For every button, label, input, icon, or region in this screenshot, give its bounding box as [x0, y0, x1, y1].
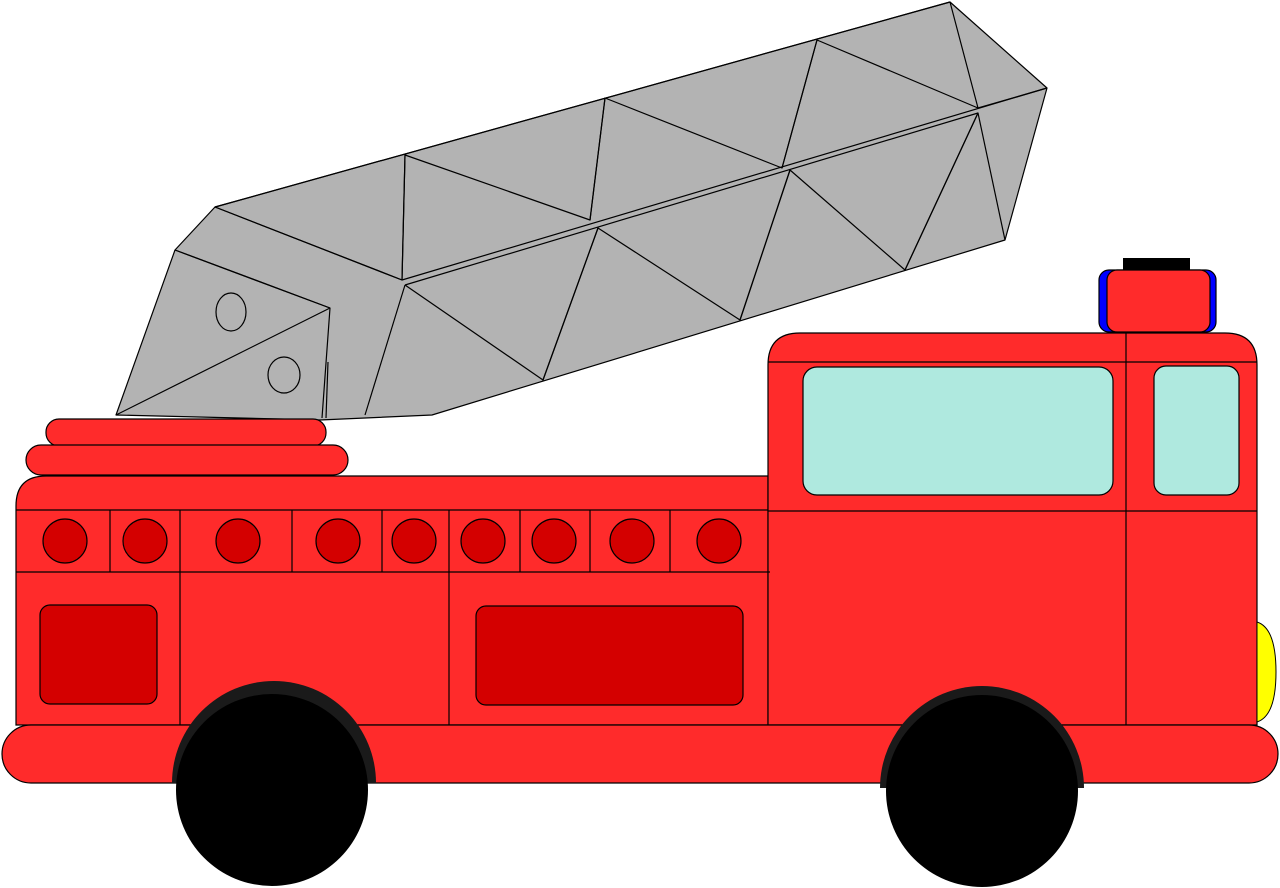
rear-wheel-icon [176, 694, 368, 886]
compartment-door-center [475, 605, 744, 706]
compartment-light-icon [391, 518, 437, 564]
front-wheel [880, 686, 1084, 887]
compartment-light-icon [609, 518, 655, 564]
ladder-pivot-hole-2 [267, 356, 301, 394]
compartment-light-icon [42, 518, 88, 564]
compartment-light-icon [460, 518, 506, 564]
compartment-lights [42, 518, 742, 564]
front-wheel-icon [886, 695, 1078, 887]
cab-front-window [802, 366, 1114, 496]
cab-side-window [1153, 365, 1240, 496]
ladder [115, 1, 1048, 421]
compartment-light-icon [215, 518, 261, 564]
headlight-icon [1256, 621, 1277, 723]
ladder-pivot-hole-1 [215, 292, 247, 332]
hose-roll-bottom [25, 444, 349, 476]
hose-roll-top [45, 418, 327, 447]
ladder-body [115, 1, 1048, 421]
rear-wheel [172, 681, 376, 886]
cab-seams [768, 333, 1257, 725]
body-seams [16, 509, 770, 725]
compartment-door-left [39, 604, 158, 705]
siren-light-icon [1098, 258, 1217, 333]
compartment-light-icon [696, 518, 742, 564]
compartment-light-icon [315, 518, 361, 564]
compartment-light-icon [531, 518, 577, 564]
compartment-light-icon [122, 518, 168, 564]
